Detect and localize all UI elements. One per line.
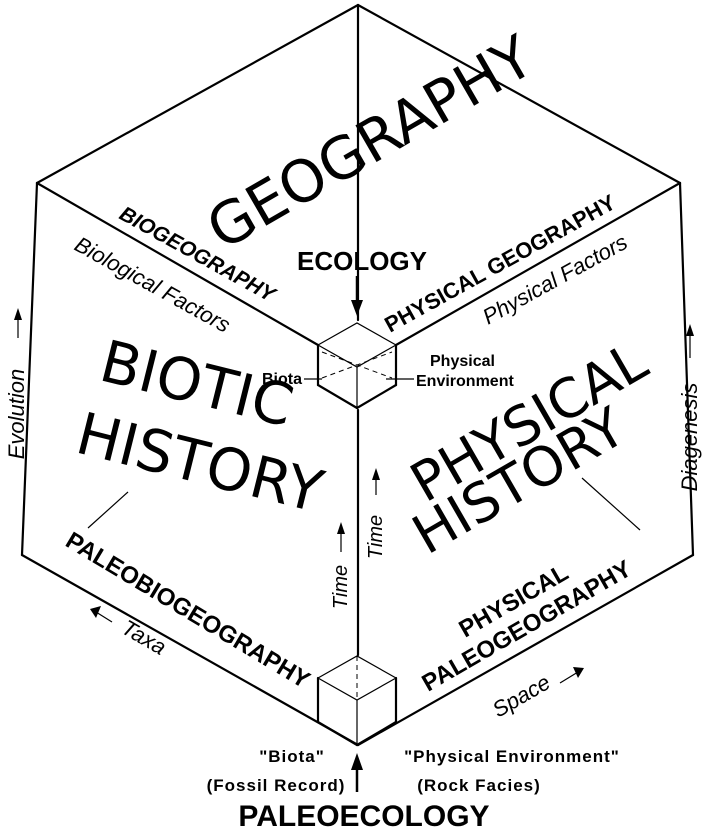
cube-edge-right	[678, 181, 695, 557]
ecology-title: ECOLOGY	[297, 246, 427, 276]
biota-quoted-label: "Biota"	[259, 747, 325, 766]
rock-facies-label: (Rock Facies)	[417, 776, 541, 795]
ecology-arrow	[351, 276, 363, 316]
cube-edge-bottom-right	[356, 553, 695, 747]
taxa-label: Taxa	[118, 615, 171, 660]
time-right-arrow	[372, 468, 380, 495]
time-left-label: Time	[330, 565, 352, 609]
biotic-history-leader	[87, 491, 129, 529]
cube-edge-top-right	[356, 3, 682, 185]
cube-edge-front-left-top	[35, 181, 320, 347]
paleoecology-arrow	[351, 753, 363, 792]
ecology-small-cube	[304, 322, 414, 410]
paleoecology-title: PALEOECOLOGY	[238, 800, 489, 833]
evolution-label: Evolution	[4, 369, 29, 460]
cube-edge-bottom-left	[20, 553, 360, 747]
environment-label: Environment	[416, 373, 514, 390]
evolution-arrow	[14, 308, 22, 338]
cube-edge-left	[20, 181, 39, 557]
ecology-cube-top-face	[316, 322, 398, 368]
diagenesis-arrow	[686, 324, 694, 358]
cube-edge-top-left	[35, 3, 360, 185]
space-label: Space	[488, 669, 555, 722]
space-arrow	[559, 667, 584, 684]
diagenesis-label: Diagenesis	[677, 383, 702, 492]
cube-edge-front-right-top	[394, 181, 682, 347]
paleoecology-small-cube	[316, 655, 398, 747]
physical-label: Physical	[430, 353, 495, 370]
taxa-arrow	[90, 606, 113, 623]
time-left-arrow	[337, 522, 345, 552]
cube-outline	[20, 3, 695, 747]
biota-label: Biota	[262, 371, 302, 388]
time-right-label: Time	[365, 515, 387, 559]
physical-history-leader	[581, 477, 641, 531]
physical-paleogeography-line2: PALEOGEOGRAPHY	[418, 555, 637, 697]
physical-environment-quoted-label: "Physical Environment"	[404, 747, 620, 766]
fossil-record-label: (Fossil Record)	[207, 776, 346, 795]
geography-label: GEOGRAPHY	[195, 22, 545, 263]
